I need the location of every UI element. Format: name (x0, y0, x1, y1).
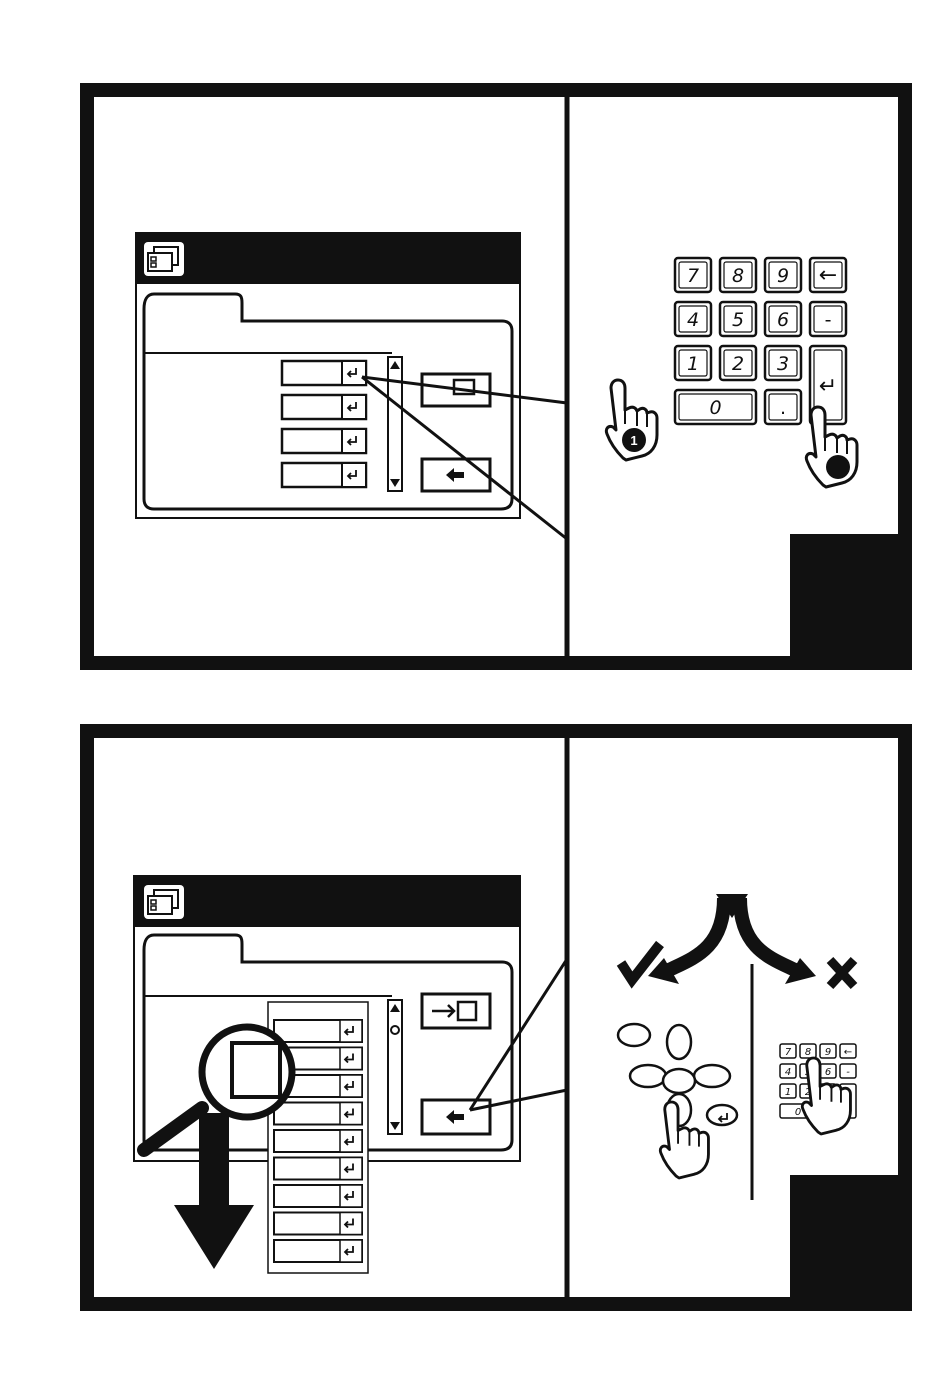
mini-key: 8 (800, 1044, 816, 1058)
key-digit-6[interactable]: 6 (765, 302, 801, 336)
screen-title-bar (136, 233, 520, 284)
list-field-row[interactable] (274, 1020, 362, 1042)
key-digit-9[interactable]: 9 (765, 258, 801, 292)
list-field-row[interactable] (274, 1103, 362, 1125)
corner-block (790, 1175, 898, 1297)
key-label: 4 (687, 309, 699, 331)
list-field-row[interactable] (274, 1158, 362, 1180)
key-label: 1 (687, 353, 699, 375)
key-digit-8[interactable]: 8 (720, 258, 756, 292)
key-label: 7 (687, 265, 699, 287)
input-field-3[interactable] (282, 429, 366, 453)
mini-key-label: 0 (795, 1107, 801, 1118)
key-label: ← (819, 263, 837, 288)
key-digit-1[interactable]: 1 (675, 346, 711, 380)
key-label: 0 (709, 397, 721, 419)
key-digit-0[interactable]: 0 (675, 390, 756, 424)
mini-key: 1 (780, 1084, 796, 1098)
mini-key: - (840, 1064, 856, 1078)
step-panel-1: 7 8 9 ← 4 5 6 - 1 2 3 0. ↵ 1 (80, 83, 912, 670)
cross-icon (830, 960, 854, 986)
key-digit-2[interactable]: 2 (720, 346, 756, 380)
mini-key: 9 (820, 1044, 836, 1058)
back-button[interactable] (422, 459, 490, 491)
mini-key-label: 4 (785, 1067, 791, 1078)
window-icon (144, 885, 184, 919)
device-screen (136, 233, 520, 518)
scrollbar[interactable] (388, 357, 402, 491)
save-transfer-button[interactable] (422, 994, 490, 1028)
list-field-row[interactable] (274, 1213, 362, 1235)
key-label: . (780, 397, 786, 419)
list-field-row[interactable] (274, 1185, 362, 1207)
key-minus[interactable]: - (810, 302, 846, 336)
key-label: 6 (777, 309, 789, 331)
corner-block (790, 534, 898, 656)
window-icon (144, 242, 184, 276)
panel-1-illustration: 7 8 9 ← 4 5 6 - 1 2 3 0. ↵ 1 (94, 97, 898, 656)
list-field-row[interactable] (274, 1240, 362, 1262)
key-decimal[interactable]: . (765, 390, 801, 424)
scrollbar[interactable] (388, 1000, 402, 1134)
key-label: 3 (777, 353, 789, 375)
step-badge-2 (826, 455, 850, 479)
pointing-hand-icon: 1 (606, 380, 657, 460)
key-label: - (825, 309, 832, 331)
key-label: ↵ (819, 374, 837, 399)
key-digit-3[interactable]: 3 (765, 346, 801, 380)
mini-key: 7 (780, 1044, 796, 1058)
step-badge-1-label: 1 (630, 433, 637, 448)
mini-key-label: 6 (825, 1067, 831, 1078)
mini-key: ← (840, 1044, 856, 1058)
input-field-1[interactable] (282, 361, 366, 385)
key-digit-4[interactable]: 4 (675, 302, 711, 336)
input-field-4[interactable] (282, 463, 366, 487)
mini-key-label: 1 (785, 1087, 791, 1098)
key-backspace[interactable]: ← (810, 258, 846, 292)
screen-title-bar (134, 876, 520, 927)
mini-key-label: - (846, 1067, 850, 1078)
input-field-2[interactable] (282, 395, 366, 419)
mini-key: 6 (820, 1064, 836, 1078)
list-field-row[interactable] (274, 1130, 362, 1152)
mini-key-label: 7 (785, 1047, 792, 1058)
key-label: 9 (777, 265, 789, 287)
key-label: 2 (732, 353, 744, 375)
key-label: 8 (732, 265, 744, 287)
decision-arrows (621, 894, 854, 1200)
key-digit-5[interactable]: 5 (720, 302, 756, 336)
mini-key: 4 (780, 1064, 796, 1078)
key-digit-7[interactable]: 7 (675, 258, 711, 292)
mini-key-label: ← (844, 1047, 852, 1058)
navigation-keypad (618, 1024, 737, 1178)
mini-key-label: 9 (825, 1047, 831, 1058)
numeric-keypad: 7 8 9 ← 4 5 6 - 1 2 3 0. ↵ (675, 258, 846, 424)
key-label: 5 (732, 309, 744, 331)
back-button[interactable] (422, 1100, 490, 1134)
mini-key-label: 8 (805, 1047, 811, 1058)
